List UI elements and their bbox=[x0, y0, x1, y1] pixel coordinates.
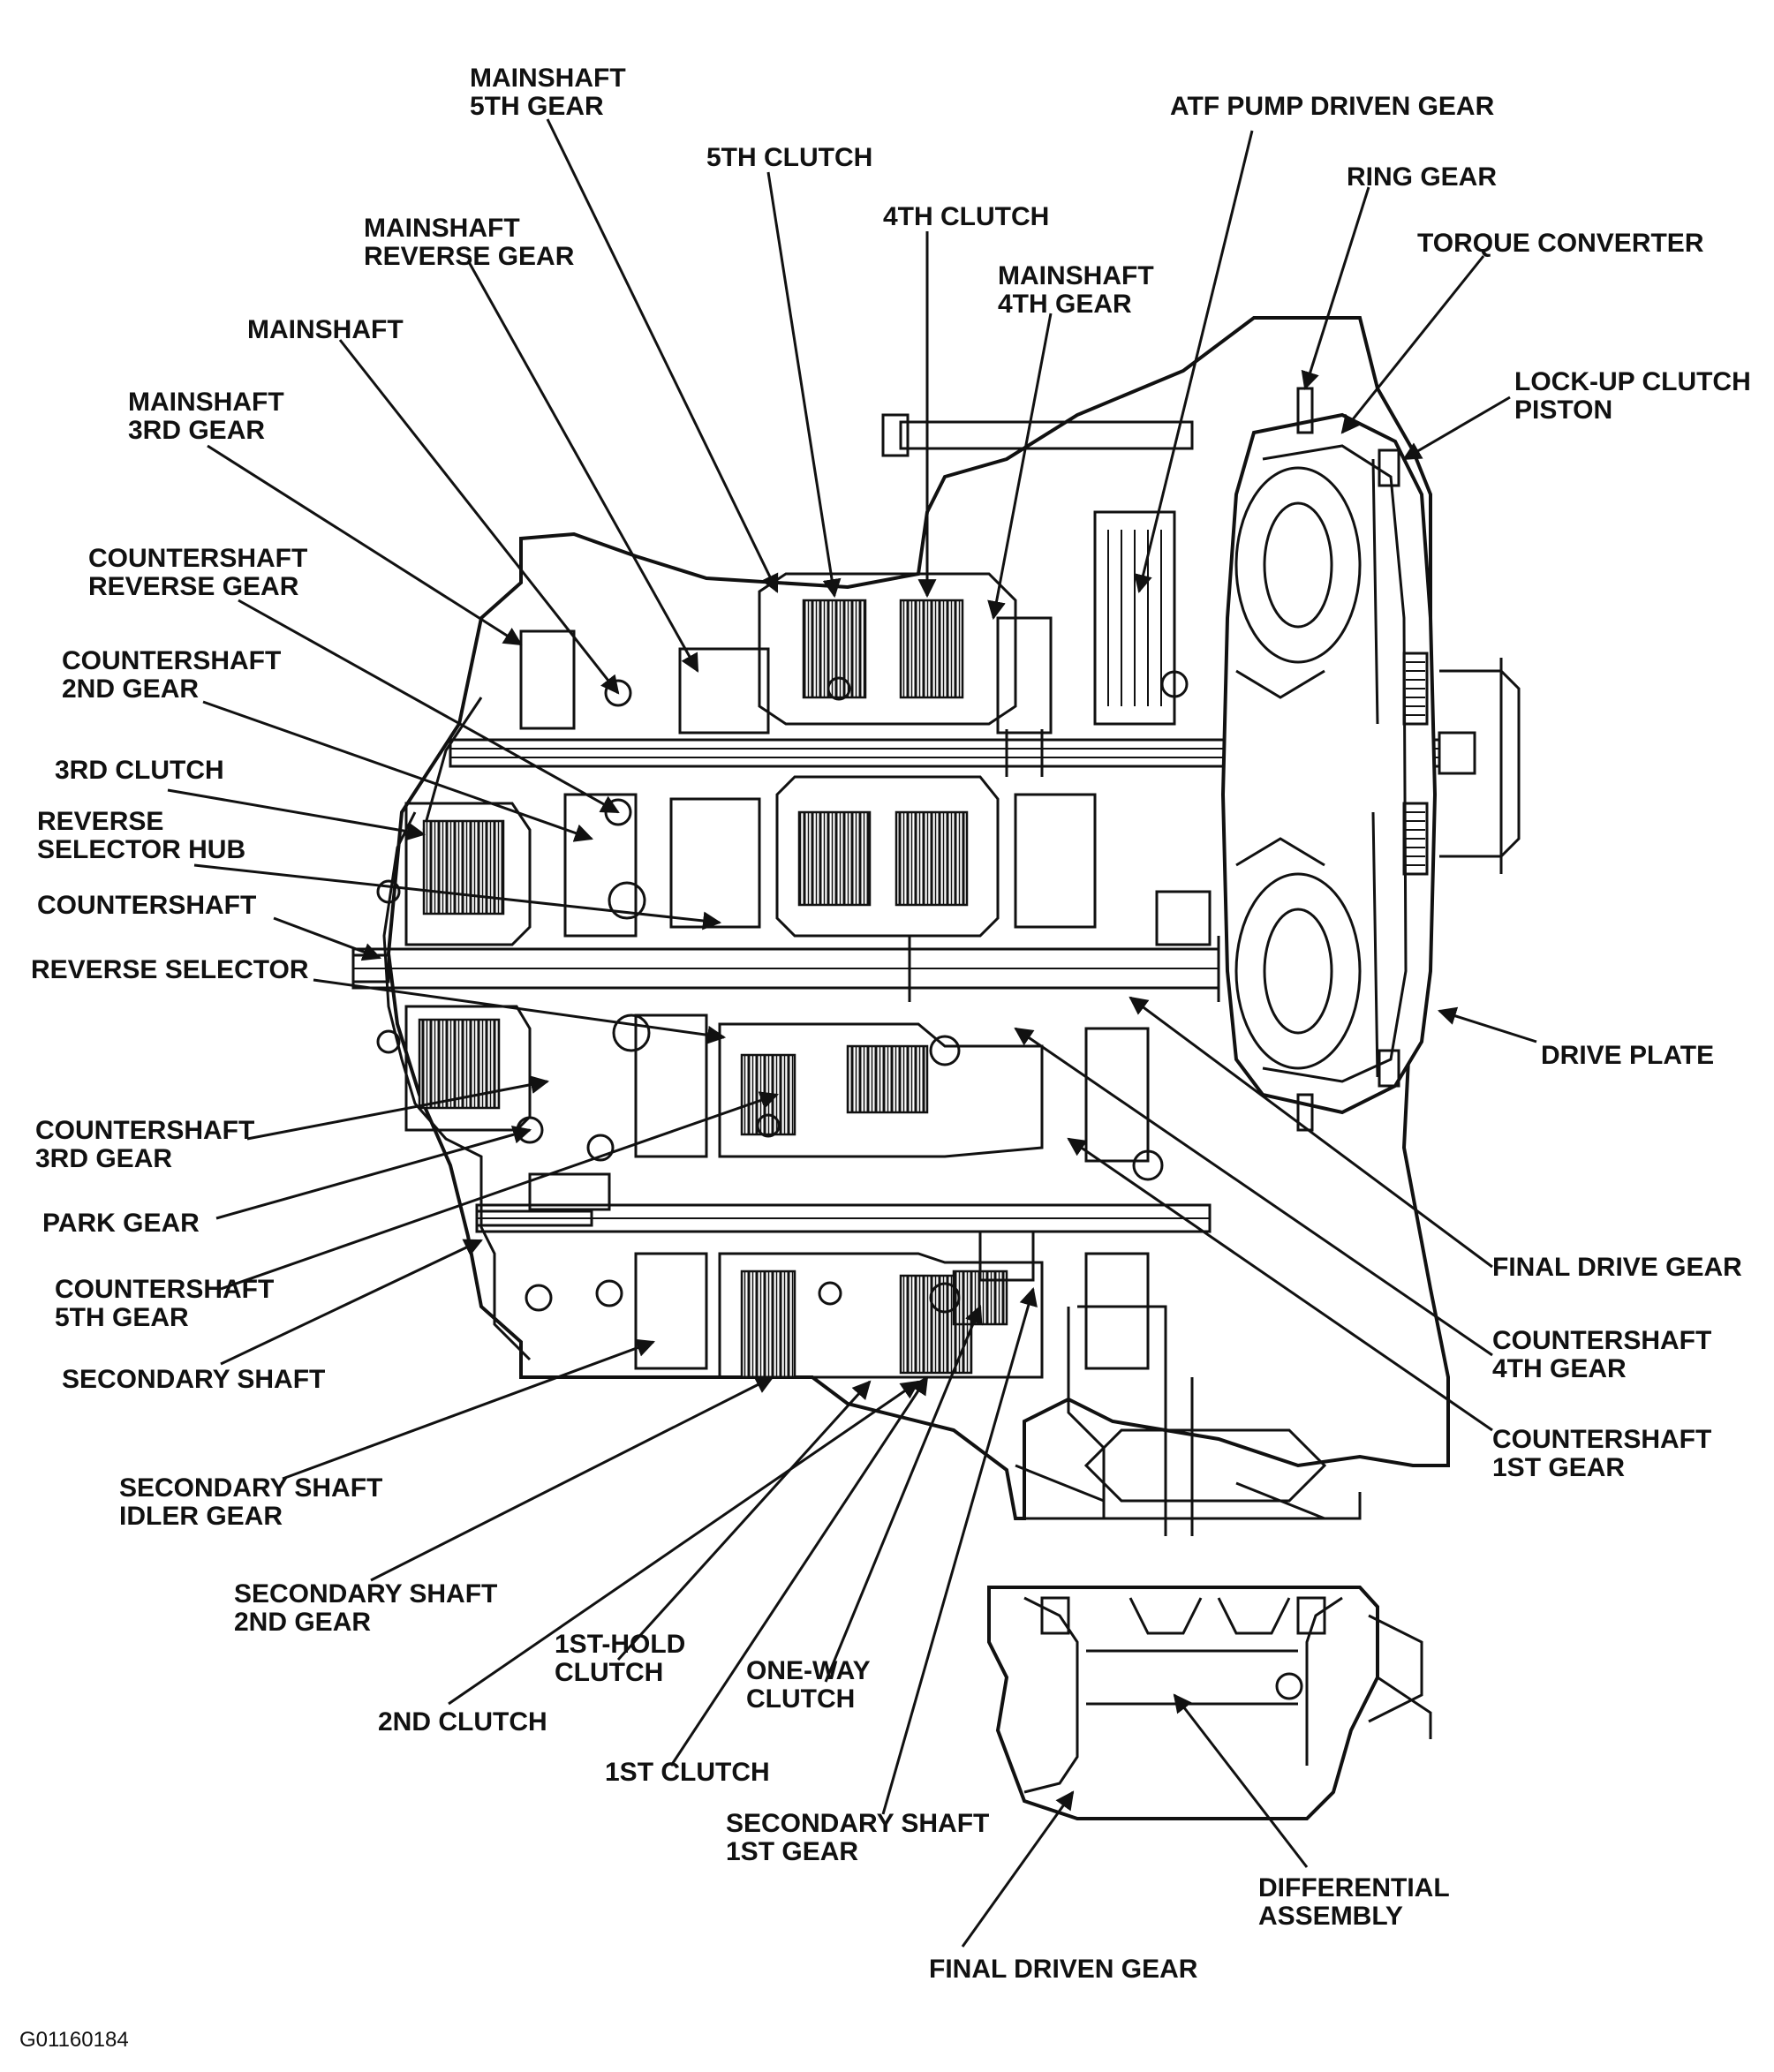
label-torque-converter: TORQUE CONVERTER bbox=[1417, 229, 1704, 258]
label-3rd-clutch: 3RD CLUTCH bbox=[55, 756, 224, 785]
lower-clutch-pack-c bbox=[418, 1018, 501, 1110]
label-secondary-shaft: SECONDARY SHAFT bbox=[62, 1365, 325, 1394]
leader-countershaft-2nd-gear bbox=[202, 700, 593, 842]
first-clutch-pack bbox=[740, 1270, 796, 1379]
leader-differential-assembly bbox=[1173, 1693, 1309, 1868]
label-countershaft-2nd-gear: COUNTERSHAFT 2ND GEAR bbox=[62, 646, 289, 704]
leader-one-way-clutch bbox=[824, 1305, 983, 1683]
label-5th-clutch: 5TH CLUTCH bbox=[706, 143, 872, 172]
label-countershaft-4th-gear: COUNTERSHAFT 4TH GEAR bbox=[1492, 1326, 1719, 1383]
label-mainshaft-reverse-gear: MAINSHAFT REVERSE GEAR bbox=[364, 214, 575, 271]
label-1st-clutch: 1ST CLUTCH bbox=[605, 1758, 770, 1787]
label-countershaft-5th-gear: COUNTERSHAFT 5TH GEAR bbox=[55, 1275, 282, 1332]
label-countershaft-3rd-gear: COUNTERSHAFT 3RD GEAR bbox=[35, 1116, 262, 1173]
atf-pump-gear bbox=[1093, 510, 1176, 726]
torque-converter-drawing bbox=[1220, 387, 1438, 1132]
leader-countershaft-reverse-gear bbox=[238, 599, 620, 814]
label-mainshaft-5th-gear: MAINSHAFT 5TH GEAR bbox=[470, 64, 633, 121]
leader-5th-clutch bbox=[766, 171, 842, 599]
leader-countershaft-1st-gear bbox=[1067, 1137, 1493, 1432]
differential-upper-section bbox=[1015, 1305, 1362, 1536]
label-countershaft-1st-gear: COUNTERSHAFT 1ST GEAR bbox=[1492, 1425, 1719, 1482]
leader-countershaft-5th-gear bbox=[220, 1091, 779, 1291]
leader-3rd-clutch bbox=[167, 788, 427, 841]
crankshaft-stub bbox=[1439, 669, 1521, 858]
label-mainshaft-3rd-gear: MAINSHAFT 3RD GEAR bbox=[128, 388, 291, 445]
drums-and-hubs bbox=[404, 572, 1212, 1379]
label-ring-gear: RING GEAR bbox=[1347, 162, 1497, 192]
leader-lines bbox=[167, 118, 1537, 1948]
leader-torque-converter bbox=[1340, 255, 1485, 434]
label-4th-clutch: 4TH CLUTCH bbox=[883, 202, 1049, 231]
leader-1st-hold-clutch bbox=[616, 1380, 872, 1661]
leader-countershaft bbox=[273, 916, 381, 961]
countershaft-drawing bbox=[351, 936, 1220, 1002]
figure-code: G01160184 bbox=[19, 2028, 129, 2052]
callout-labels: MAINSHAFT 5TH GEAR 5TH CLUTCH 4TH CLUTCH… bbox=[19, 64, 1758, 2052]
fifth-clutch-pack bbox=[802, 599, 867, 699]
leader-final-driven-gear bbox=[961, 1790, 1075, 1948]
end-cover bbox=[382, 811, 532, 1361]
leader-2nd-clutch bbox=[448, 1380, 920, 1706]
lower-clutch-pack-b bbox=[846, 1044, 929, 1114]
leader-ring-gear bbox=[1301, 186, 1370, 391]
leader-secondary-shaft-2nd-gear bbox=[370, 1375, 774, 1582]
leader-mainshaft-5th-gear bbox=[546, 118, 779, 593]
label-1st-hold-clutch: 1ST-HOLD CLUTCH bbox=[555, 1630, 693, 1687]
label-final-drive-gear: FINAL DRIVE GEAR bbox=[1492, 1253, 1742, 1282]
label-reverse-selector: REVERSE SELECTOR bbox=[31, 955, 309, 984]
label-secondary-shaft-1st-gear: SECONDARY SHAFT 1ST GEAR bbox=[726, 1809, 997, 1866]
label-mainshaft-4th-gear: MAINSHAFT 4TH GEAR bbox=[998, 261, 1161, 319]
label-secondary-shaft-idler-gear: SECONDARY SHAFT IDLER GEAR bbox=[119, 1473, 390, 1531]
label-final-driven-gear: FINAL DRIVEN GEAR bbox=[929, 1955, 1198, 1984]
label-mainshaft: MAINSHAFT bbox=[247, 315, 404, 344]
label-differential-assembly: DIFFERENTIAL ASSEMBLY bbox=[1258, 1873, 1456, 1931]
label-2nd-clutch: 2ND CLUTCH bbox=[378, 1707, 547, 1737]
leader-1st-clutch bbox=[669, 1375, 929, 1767]
label-reverse-selector-hub: REVERSE SELECTOR HUB bbox=[37, 807, 245, 864]
differential-assembly-drawing bbox=[987, 1586, 1432, 1820]
label-countershaft-reverse-gear: COUNTERSHAFT REVERSE GEAR bbox=[88, 544, 315, 601]
case-stud bbox=[899, 420, 1194, 450]
leader-secondary-shaft-idler-gear bbox=[282, 1338, 655, 1481]
leader-mainshaft-3rd-gear bbox=[207, 444, 523, 646]
label-lock-up-clutch-piston: LOCK-UP CLUTCH PISTON bbox=[1514, 367, 1758, 425]
secondary-shaft-drawing bbox=[475, 1203, 1212, 1233]
leader-countershaft-4th-gear bbox=[1014, 1027, 1493, 1357]
label-atf-pump-driven-gear: ATF PUMP DRIVEN GEAR bbox=[1170, 92, 1495, 121]
leader-drive-plate bbox=[1437, 1006, 1537, 1044]
leader-mainshaft bbox=[338, 339, 620, 695]
third-clutch-pack bbox=[422, 819, 505, 915]
countershaft-clutch-b bbox=[895, 810, 969, 907]
transmission-drawing bbox=[351, 316, 1521, 1820]
leader-reverse-selector bbox=[313, 978, 727, 1044]
leader-lock-up-clutch-piston bbox=[1402, 396, 1511, 461]
leader-secondary-shaft-1st-gear bbox=[881, 1286, 1038, 1815]
lower-clutch-pack-a bbox=[740, 1053, 796, 1136]
label-one-way-clutch: ONE-WAY CLUTCH bbox=[746, 1656, 877, 1714]
countershaft-clutch-a bbox=[797, 810, 872, 907]
leader-atf-pump-driven-gear bbox=[1134, 130, 1254, 594]
label-secondary-shaft-2nd-gear: SECONDARY SHAFT 2ND GEAR bbox=[234, 1579, 505, 1637]
leader-secondary-shaft bbox=[220, 1239, 483, 1366]
leader-countershaft-3rd-gear bbox=[246, 1075, 550, 1141]
label-park-gear: PARK GEAR bbox=[42, 1209, 200, 1238]
leader-reverse-selector-hub bbox=[193, 863, 722, 931]
fourth-clutch-pack bbox=[899, 599, 964, 699]
label-drive-plate: DRIVE PLATE bbox=[1541, 1041, 1714, 1070]
leader-final-drive-gear bbox=[1129, 996, 1493, 1269]
leader-mainshaft-4th-gear bbox=[987, 313, 1053, 621]
leader-park-gear bbox=[215, 1126, 532, 1220]
leader-mainshaft-reverse-gear bbox=[466, 260, 699, 673]
label-countershaft: COUNTERSHAFT bbox=[37, 891, 256, 920]
